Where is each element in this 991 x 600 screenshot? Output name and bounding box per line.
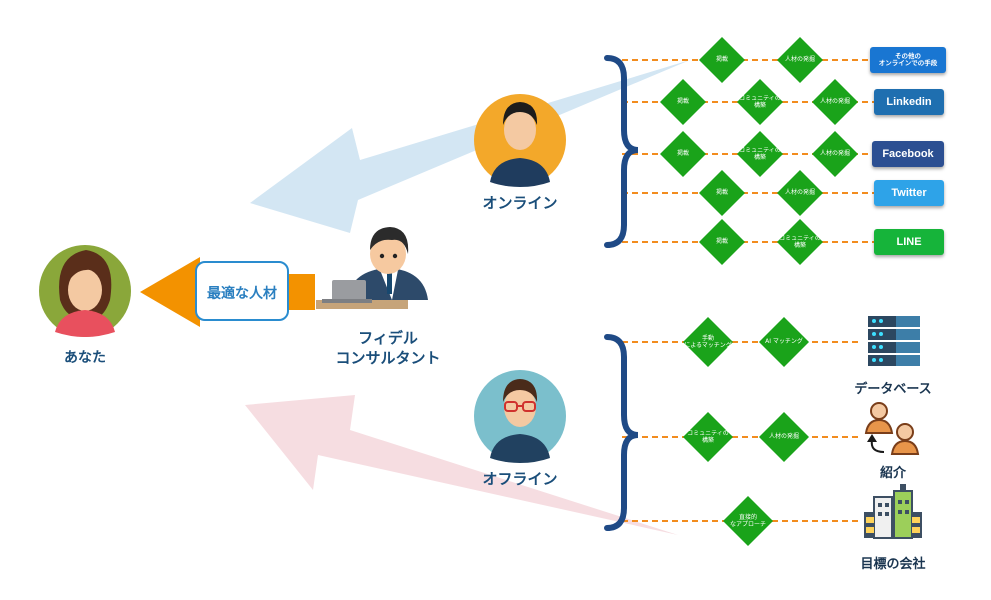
step-diamond <box>737 79 783 125</box>
offline-label: オフライン <box>482 470 558 488</box>
database-icon <box>868 316 920 366</box>
step-label: 人材の発掘 <box>819 150 850 157</box>
consultant-label-line2: コンサルタント <box>335 349 441 367</box>
step-label: 掲載 <box>676 150 689 157</box>
company-building-icon <box>864 484 922 539</box>
step-label: コミュニティの構築 <box>739 95 781 109</box>
step-diamond <box>683 317 733 367</box>
step-label: コミュニティの構築 <box>739 147 781 161</box>
step-diamond <box>759 317 809 367</box>
step-label: 直接的なアプローチ <box>729 514 766 528</box>
step-diamond <box>759 412 809 462</box>
best-talent-label: 最適な人材 <box>207 286 277 302</box>
step-label: 人材の発掘 <box>784 56 815 63</box>
step-diamond <box>737 131 783 177</box>
step-label: コミュニティの構築 <box>687 430 729 444</box>
consultant-label-line1: フィデル <box>358 329 418 347</box>
step-diamond <box>723 496 773 546</box>
offline-target-label: データベース <box>854 382 932 397</box>
step-diamond <box>683 412 733 462</box>
step-label: 掲載 <box>676 98 689 105</box>
you-label: あなた <box>64 350 106 366</box>
step-label: 人材の発掘 <box>768 433 799 440</box>
online-flow-arrow <box>250 60 690 233</box>
offline-person-avatar <box>474 370 566 463</box>
step-diamond <box>777 37 823 83</box>
step-diamond <box>699 219 745 265</box>
step-diamond <box>660 79 706 125</box>
online-brace <box>604 55 639 248</box>
consultant-illustration <box>316 227 428 309</box>
step-diamond <box>812 131 858 177</box>
referral-people-icon <box>864 402 920 455</box>
step-diamond <box>777 219 823 265</box>
online-label: オンライン <box>482 194 558 212</box>
step-label: 掲載 <box>715 238 728 245</box>
step-label: コミュニティの構築 <box>779 235 821 249</box>
step-diamond <box>699 170 745 216</box>
step-diamond <box>699 37 745 83</box>
step-label: 掲載 <box>715 189 728 196</box>
step-label: 掲載 <box>715 56 728 63</box>
step-label: 手動によるマッチング <box>684 335 732 349</box>
offline-target-label: 目標の会社 <box>860 557 926 572</box>
step-diamond <box>777 170 823 216</box>
step-diamond <box>660 131 706 177</box>
platform-badge: その他のオンラインでの手段 <box>870 47 946 73</box>
step-label: 人材の発掘 <box>784 189 815 196</box>
step-label: 人材の発掘 <box>819 98 850 105</box>
platform-badge: LINE <box>874 229 944 255</box>
you-avatar <box>39 245 131 337</box>
offline-target-label: 紹介 <box>879 466 906 481</box>
platform-badge: Linkedin <box>874 89 944 115</box>
platform-badge: Facebook <box>872 141 944 167</box>
best-talent-box <box>195 261 289 321</box>
step-label: AI マッチング <box>765 338 803 345</box>
online-person-avatar <box>474 94 566 187</box>
step-diamond <box>812 79 858 125</box>
platform-badge: Twitter <box>874 180 944 206</box>
offline-flow-arrow <box>245 395 678 535</box>
offline-brace <box>604 334 639 531</box>
